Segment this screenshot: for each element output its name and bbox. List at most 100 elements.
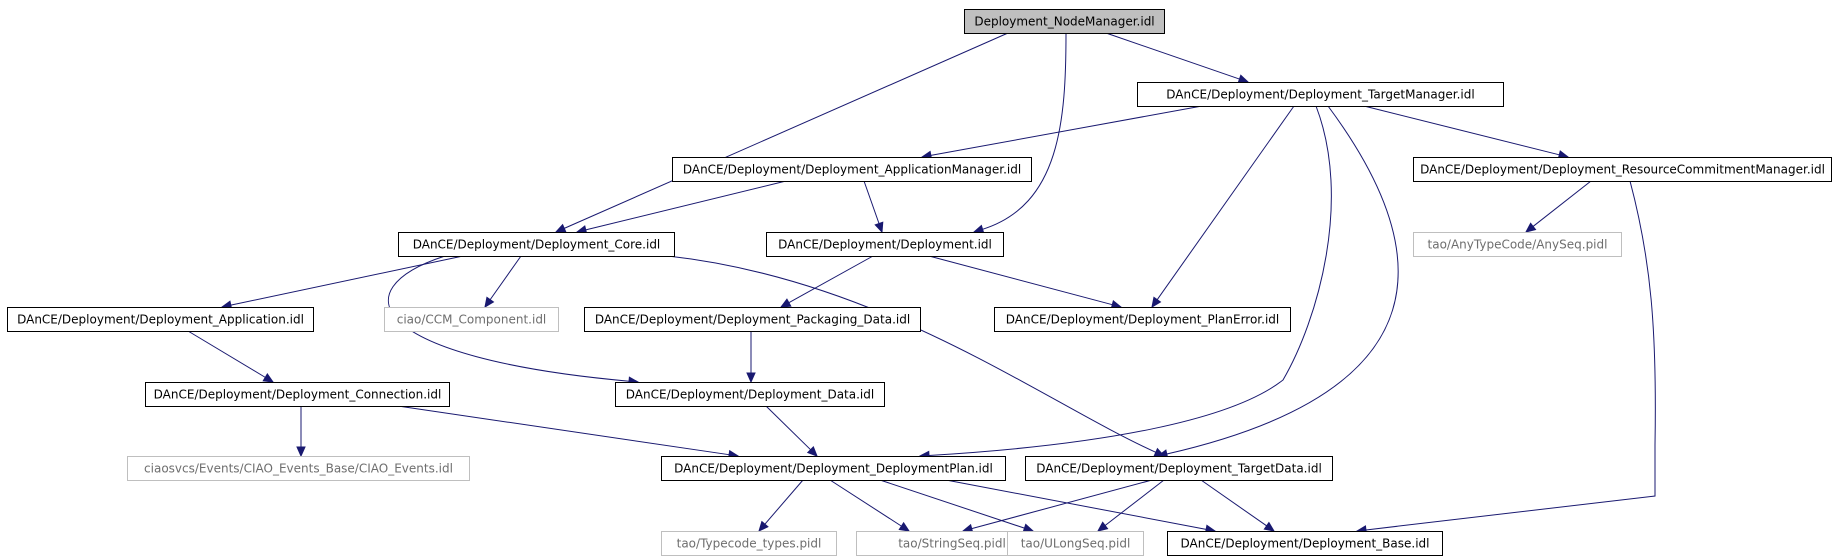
node-label: tao/StringSeq.pidl xyxy=(898,537,1006,551)
node-application[interactable]: DAnCE/Deployment/Deployment_Application.… xyxy=(7,307,314,332)
edge-line xyxy=(1532,180,1592,227)
node-label: ciaosvcs/Events/CIAO_Events_Base/CIAO_Ev… xyxy=(144,462,453,476)
edge-line xyxy=(1156,105,1295,300)
edge-data-to-plan xyxy=(765,405,818,457)
edge-line xyxy=(1105,32,1240,80)
edge-line xyxy=(982,32,1067,230)
node-box xyxy=(661,531,837,556)
edge-line xyxy=(1104,479,1165,526)
edge-connection-to-plan xyxy=(397,405,740,460)
edge-arrowhead xyxy=(1151,296,1162,309)
node-box xyxy=(1413,157,1832,182)
node-label: DAnCE/Deployment/Deployment_Base.idl xyxy=(1180,537,1429,551)
node-plan[interactable]: DAnCE/Deployment/Deployment_DeploymentPl… xyxy=(661,456,1006,481)
node-connection[interactable]: DAnCE/Deployment/Deployment_Connection.i… xyxy=(145,382,450,407)
edge-nodemanager-to-targetmanager xyxy=(1105,32,1250,84)
node-packaging[interactable]: DAnCE/Deployment/Deployment_Packaging_Da… xyxy=(584,307,921,332)
edge-arrowhead xyxy=(758,520,769,532)
node-box xyxy=(766,232,1004,257)
edge-arrowhead xyxy=(874,221,884,234)
edge-plan-to-stringseq xyxy=(829,479,911,532)
edge-targetdata-to-ulongseq xyxy=(1097,479,1165,532)
edge-arrowhead xyxy=(296,446,306,458)
node-appmanager[interactable]: DAnCE/Deployment/Deployment_ApplicationM… xyxy=(672,157,1032,182)
edge-core-to-targetdata xyxy=(667,255,1166,457)
edge-targetmanager-to-targetdata xyxy=(1156,105,1399,459)
node-targetmanager[interactable]: DAnCE/Deployment/Deployment_TargetManage… xyxy=(1137,82,1504,107)
edge-arrowhead xyxy=(262,373,275,383)
node-label: DAnCE/Deployment/Deployment_Data.idl xyxy=(626,388,874,402)
edge-appmanager-to-core xyxy=(575,180,787,235)
edge-plan-to-base xyxy=(945,479,1217,534)
node-ccm: ciao/CCM_Component.idl xyxy=(384,307,559,332)
edge-arrowhead xyxy=(1153,447,1166,457)
edge-line xyxy=(1166,105,1399,455)
node-label: ciao/CCM_Component.idl xyxy=(397,313,547,327)
edge-line xyxy=(765,405,811,451)
edge-connection-to-ciaoevents xyxy=(296,406,306,458)
node-box xyxy=(7,307,314,332)
node-core[interactable]: DAnCE/Deployment/Deployment_Core.idl xyxy=(398,232,675,257)
edge-line xyxy=(764,479,804,525)
node-label: tao/ULongSeq.pidl xyxy=(1021,537,1131,551)
edge-rescommit-to-anyseq xyxy=(1525,180,1592,233)
edge-arrowhead xyxy=(898,521,911,532)
edge-targetmanager-to-rescommit xyxy=(1363,105,1570,160)
edge-packaging-to-data xyxy=(746,331,756,384)
node-targetdata[interactable]: DAnCE/Deployment/Deployment_TargetData.i… xyxy=(1025,456,1333,481)
node-deployment[interactable]: DAnCE/Deployment/Deployment.idl xyxy=(766,232,1004,257)
edge-targetmanager-to-planerror xyxy=(1151,105,1295,309)
edge-line xyxy=(1363,105,1560,156)
node-box xyxy=(964,9,1165,34)
node-box xyxy=(661,456,1006,481)
edge-line xyxy=(863,180,880,224)
node-nodemanager[interactable]: Deployment_NodeManager.idl xyxy=(964,9,1165,34)
node-box xyxy=(615,382,885,407)
edge-arrowhead xyxy=(1237,74,1250,84)
node-data[interactable]: DAnCE/Deployment/Deployment_Data.idl xyxy=(615,382,885,407)
edge-line xyxy=(564,32,1009,229)
edge-appmanager-to-deployment xyxy=(863,180,884,234)
edge-arrowhead xyxy=(746,372,756,384)
edge-line xyxy=(667,255,1156,453)
node-rescommit[interactable]: DAnCE/Deployment/Deployment_ResourceComm… xyxy=(1413,157,1832,182)
edge-arrowhead xyxy=(779,298,792,308)
node-box xyxy=(672,157,1032,182)
edge-targetdata-to-base xyxy=(1200,479,1276,532)
node-label: DAnCE/Deployment/Deployment_DeploymentPl… xyxy=(674,462,993,476)
node-ulongseq: tao/ULongSeq.pidl xyxy=(1007,531,1144,556)
node-box xyxy=(398,232,675,257)
node-box xyxy=(1025,456,1333,481)
edge-line xyxy=(829,479,902,527)
edge-line xyxy=(788,255,874,304)
node-box xyxy=(127,456,470,481)
node-label: DAnCE/Deployment/Deployment_ApplicationM… xyxy=(683,163,1021,177)
node-planerror[interactable]: DAnCE/Deployment/Deployment_PlanError.id… xyxy=(994,307,1291,332)
edge-line xyxy=(930,105,1203,156)
node-box xyxy=(384,307,559,332)
edge-line xyxy=(1365,180,1656,531)
node-box xyxy=(994,307,1291,332)
edge-deployment-to-packaging xyxy=(779,255,874,308)
edge-line xyxy=(187,330,266,378)
node-box xyxy=(584,307,921,332)
edge-line xyxy=(928,105,1332,456)
node-label: tao/AnyTypeCode/AnySeq.pidl xyxy=(1428,238,1608,252)
edge-arrowhead xyxy=(1022,523,1035,533)
edge-line xyxy=(1200,479,1267,527)
edges xyxy=(187,32,1656,535)
node-anyseq: tao/AnyTypeCode/AnySeq.pidl xyxy=(1413,232,1622,257)
edge-line xyxy=(928,255,1113,306)
edge-line xyxy=(489,255,522,300)
node-label: DAnCE/Deployment/Deployment.idl xyxy=(778,238,992,252)
edge-arrowhead xyxy=(806,445,818,457)
node-box xyxy=(1137,82,1504,107)
edge-arrowhead xyxy=(484,296,495,309)
edge-core-to-ccm xyxy=(484,255,522,309)
node-base[interactable]: DAnCE/Deployment/Deployment_Base.idl xyxy=(1167,531,1443,556)
edge-line xyxy=(879,479,1025,529)
edge-deployment-to-planerror xyxy=(928,255,1123,310)
node-label: DAnCE/Deployment/Deployment_ResourceComm… xyxy=(1420,163,1825,177)
node-label: DAnCE/Deployment/Deployment_PlanError.id… xyxy=(1006,313,1279,327)
